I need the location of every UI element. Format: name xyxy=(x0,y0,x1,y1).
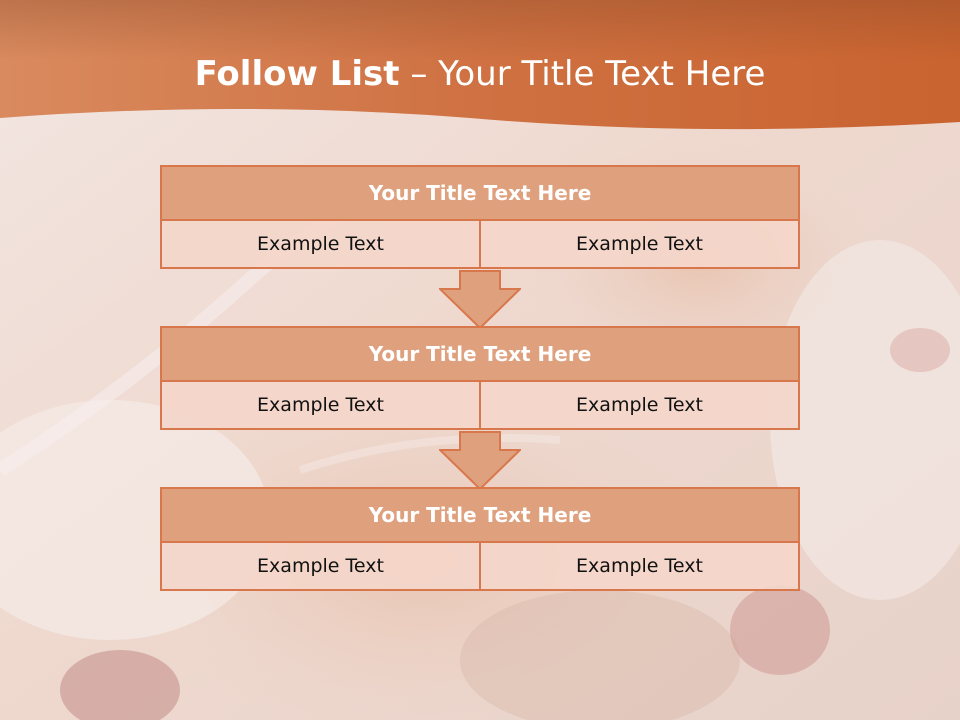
header-band xyxy=(0,0,960,130)
title-bold: Follow List xyxy=(194,54,400,94)
block-row: Example Text Example Text xyxy=(160,380,800,430)
down-arrow-icon xyxy=(439,270,521,330)
slide-title: Follow List – Your Title Text Here xyxy=(0,54,960,94)
block-cell-left: Example Text xyxy=(160,541,481,591)
list-block-1: Your Title Text Here Example Text Exampl… xyxy=(160,165,800,269)
block-title: Your Title Text Here xyxy=(160,487,800,543)
list-block-3: Your Title Text Here Example Text Exampl… xyxy=(160,487,800,591)
block-title: Your Title Text Here xyxy=(160,326,800,382)
down-arrow-icon xyxy=(439,431,521,491)
block-cell-left: Example Text xyxy=(160,380,481,430)
block-cell-right: Example Text xyxy=(479,219,800,269)
block-cell-left: Example Text xyxy=(160,219,481,269)
title-rest: – Your Title Text Here xyxy=(399,54,766,94)
list-block-2: Your Title Text Here Example Text Exampl… xyxy=(160,326,800,430)
block-row: Example Text Example Text xyxy=(160,219,800,269)
block-cell-right: Example Text xyxy=(479,380,800,430)
block-cell-right: Example Text xyxy=(479,541,800,591)
block-row: Example Text Example Text xyxy=(160,541,800,591)
block-title: Your Title Text Here xyxy=(160,165,800,221)
